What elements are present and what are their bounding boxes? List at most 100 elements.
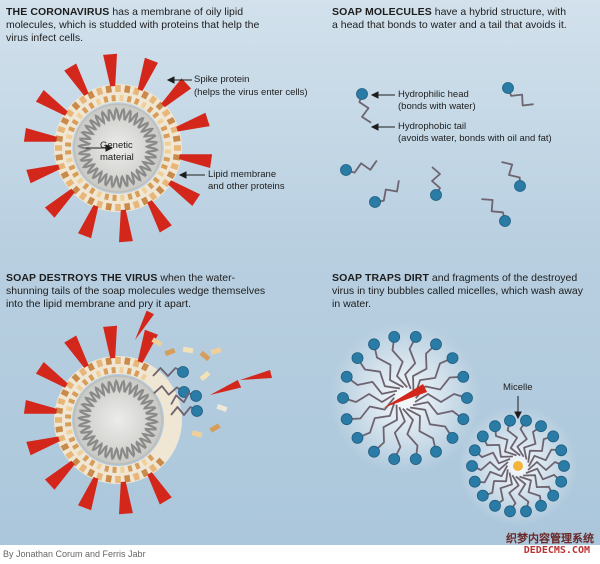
membrane-block xyxy=(71,457,81,467)
membrane-block xyxy=(141,186,148,195)
spike-protein xyxy=(23,128,57,142)
membrane-block xyxy=(126,367,132,375)
soap-head xyxy=(461,392,473,404)
soap-head xyxy=(535,499,547,512)
soap-head xyxy=(178,386,190,398)
soap-tail xyxy=(412,401,464,420)
membrane-block xyxy=(88,101,95,110)
membrane-block xyxy=(161,108,171,118)
membrane-block xyxy=(88,373,95,382)
genetic-material xyxy=(77,107,159,189)
soap-head xyxy=(446,431,459,444)
soap-tail xyxy=(345,159,378,174)
membrane-block xyxy=(81,106,89,114)
spike-protein xyxy=(119,209,133,243)
membrane-block xyxy=(55,426,64,433)
membrane-block xyxy=(95,359,104,368)
membrane-block xyxy=(103,96,109,103)
spike-protein xyxy=(44,188,75,218)
membrane-block xyxy=(141,458,148,467)
soap-tail xyxy=(494,472,513,507)
soap-tail xyxy=(414,393,468,403)
soap-head xyxy=(489,499,501,512)
membrane-fragment xyxy=(209,423,221,433)
membrane-block xyxy=(147,454,155,462)
soap-head xyxy=(356,88,368,100)
hydrophobic-tail-label: Hydrophobic tail xyxy=(398,121,467,132)
stray-spike xyxy=(210,379,242,395)
soap-head xyxy=(547,489,560,502)
membrane-block xyxy=(78,95,88,105)
membrane-block xyxy=(86,90,96,100)
membrane-block xyxy=(96,462,103,470)
soap-tail xyxy=(481,198,506,222)
soap-head xyxy=(520,505,532,518)
soap-head xyxy=(430,189,442,201)
hydrophilic-head-label: Hydrophilic head xyxy=(398,89,469,100)
soap-tail xyxy=(523,474,555,496)
membrane-block xyxy=(88,459,96,467)
membrane-block xyxy=(95,200,104,209)
membrane-block xyxy=(111,367,116,374)
spike-protein-note: (helps the virus enter cells) xyxy=(194,87,308,98)
membrane-block xyxy=(132,472,141,481)
membrane-fragment xyxy=(151,337,163,347)
soap-head xyxy=(409,453,422,466)
membrane-block xyxy=(124,202,131,211)
membrane-block xyxy=(148,95,158,105)
soap-tail xyxy=(506,420,521,457)
soap-tail xyxy=(508,474,520,512)
spike-protein xyxy=(161,78,192,108)
hydrophilic-head-note: (bonds with water) xyxy=(398,101,476,112)
membrane-block xyxy=(68,398,76,405)
membrane-block xyxy=(65,150,72,155)
membrane-block xyxy=(120,466,125,473)
spike-protein xyxy=(26,436,60,456)
membrane-block xyxy=(140,468,150,478)
soap-tail xyxy=(525,467,562,483)
soap-head xyxy=(177,366,189,378)
soap-tail xyxy=(516,420,528,458)
membrane-block xyxy=(134,190,141,198)
membrane-block xyxy=(76,112,84,120)
trapped-spike xyxy=(383,384,427,408)
membrane-fragment xyxy=(164,347,176,357)
genetic-label-line1: Genetic xyxy=(100,140,133,151)
membrane-block xyxy=(78,367,88,377)
membrane-block xyxy=(82,454,90,462)
spike-protein xyxy=(35,90,68,116)
membrane-block xyxy=(166,116,176,126)
soap-tail xyxy=(474,465,509,484)
soap-head xyxy=(430,445,442,458)
spike-protein xyxy=(23,400,57,414)
watermark-text: 织梦内容管理系统 xyxy=(506,533,594,545)
membrane-block xyxy=(105,202,112,211)
membrane-block xyxy=(140,362,150,372)
spike-protein xyxy=(78,477,99,511)
membrane-block xyxy=(55,407,64,414)
membrane-block xyxy=(95,370,102,378)
soap-tail xyxy=(406,407,437,452)
membrane-block xyxy=(60,388,70,398)
soap-head xyxy=(502,82,514,94)
spike-protein xyxy=(44,460,75,490)
membrane-block xyxy=(140,90,150,100)
soap-tail xyxy=(357,401,396,439)
membrane-block xyxy=(133,98,140,106)
soap-head xyxy=(468,475,481,488)
soap-head xyxy=(520,414,532,427)
soap-tail xyxy=(523,425,542,460)
membrane-block xyxy=(124,474,131,483)
soap-tail xyxy=(414,357,453,395)
membrane-block xyxy=(104,193,110,201)
spike-protein-label: Spike protein xyxy=(194,74,250,85)
soap-head xyxy=(388,330,401,343)
membrane-block xyxy=(95,472,104,481)
membrane-block xyxy=(55,154,64,161)
membrane-block xyxy=(172,154,181,161)
watermark-url: DEDECMS.COM xyxy=(523,545,590,556)
membrane-block xyxy=(148,191,158,201)
soap-tail xyxy=(409,406,454,439)
